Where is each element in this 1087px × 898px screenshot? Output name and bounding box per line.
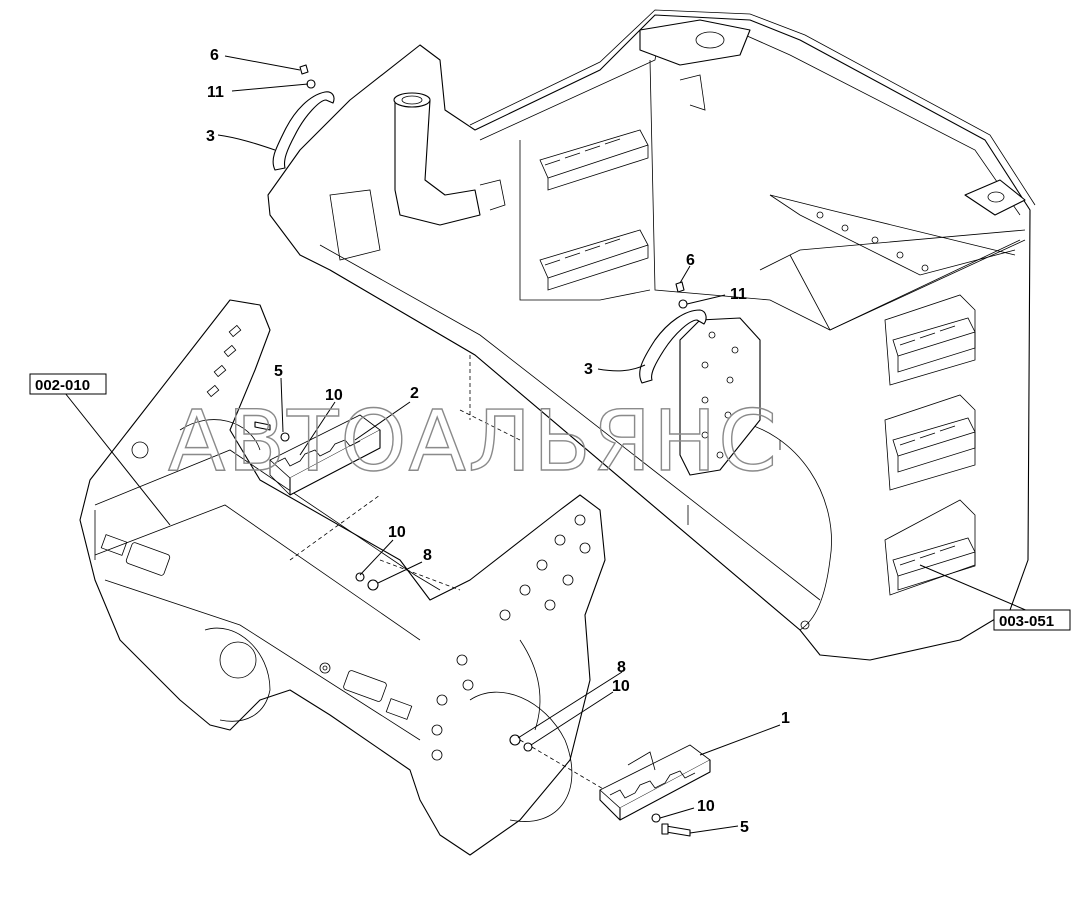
leader-lines	[64, 55, 1036, 834]
nut-8-lower	[509, 734, 521, 746]
callout-3-mid: 3	[584, 361, 593, 378]
callout-8-lower: 8	[617, 659, 626, 676]
reference-label-right[interactable]: 003-051	[999, 613, 1054, 630]
bolt-6-top	[299, 64, 309, 75]
callout-3-top: 3	[206, 128, 215, 145]
washer-10-bottom	[651, 813, 661, 823]
washer-11-mid	[678, 299, 688, 309]
callout-11-top: 11	[207, 84, 224, 101]
washer-11-top	[306, 79, 316, 89]
side-step-lower	[884, 499, 976, 596]
side-step-middle	[884, 394, 976, 491]
upper-frame	[267, 9, 1036, 661]
inner-step-lower	[539, 229, 649, 291]
bolt-6-mid	[675, 281, 685, 293]
callout-6-mid: 6	[686, 252, 695, 269]
washer-10-lower	[523, 742, 533, 752]
mount-plate-holes	[701, 331, 739, 459]
reference-label-left[interactable]: 002-010	[35, 377, 90, 394]
reference-box-left[interactable]: 002-010	[29, 373, 107, 395]
bolt-5-bottom	[661, 823, 691, 837]
grab-handle-top	[272, 91, 335, 171]
watermark-text: АВТОАЛЬЯНС	[168, 392, 779, 490]
reference-box-right[interactable]: 003-051	[993, 609, 1071, 631]
nut-8-center	[367, 579, 379, 591]
grab-handle-middle	[639, 309, 707, 384]
callout-labels: 6 11 3 6 11 3 5 10 2 10 8 8 10 1 10 5	[206, 47, 790, 836]
floor-bolts	[816, 211, 929, 272]
callout-6-top: 6	[210, 47, 219, 64]
lower-right-plate-holes	[431, 514, 591, 761]
inner-step-upper	[539, 129, 649, 191]
callout-10-bottom: 10	[697, 798, 715, 815]
callout-1: 1	[781, 710, 790, 727]
callout-5-left: 5	[274, 363, 283, 380]
callout-8-center: 8	[423, 547, 432, 564]
callout-5-bottom: 5	[740, 819, 749, 836]
lower-left-plate-slots	[131, 324, 242, 459]
side-step-upper	[884, 294, 976, 386]
callout-2: 2	[410, 385, 419, 402]
callout-11-mid: 11	[730, 286, 747, 303]
lower-frame	[79, 299, 606, 856]
step-1	[599, 744, 711, 821]
callout-10-lower: 10	[612, 678, 630, 695]
callout-10-left: 10	[325, 387, 343, 404]
washer-10-center	[355, 572, 365, 582]
callout-10-center: 10	[388, 524, 406, 541]
step-2	[269, 414, 381, 496]
bolt-5-left	[254, 421, 290, 442]
